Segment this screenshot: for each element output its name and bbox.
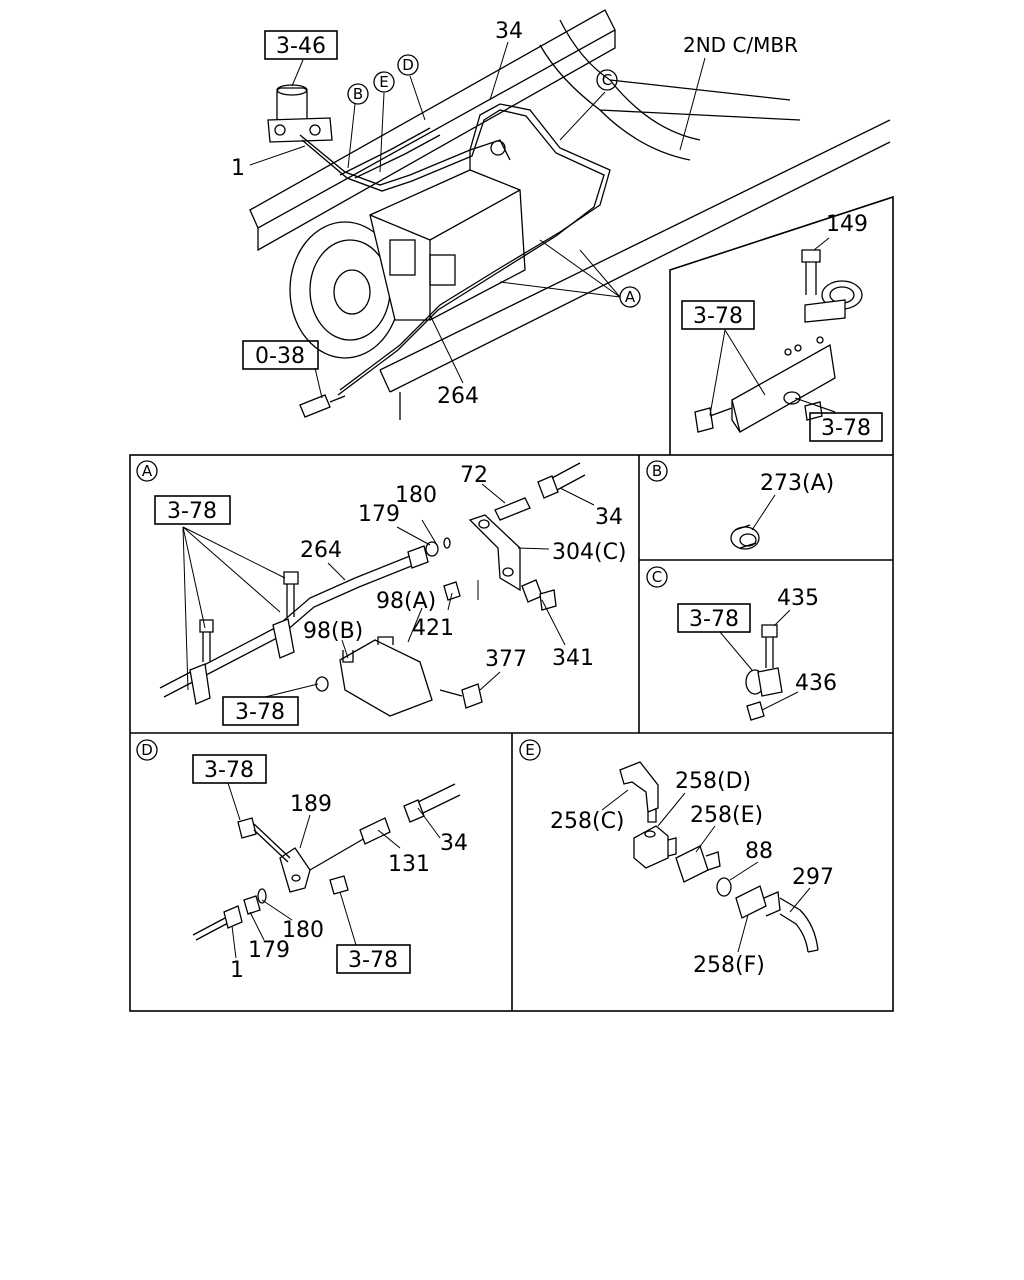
part-88-label: 88 [745,839,773,864]
part-1-label: 1 [231,156,245,181]
part-264-label: 264 [437,384,479,409]
part-180-d-label: 180 [282,918,324,943]
frame-rail [249,9,891,420]
panel-c: C 3-78 435 436 [646,566,837,721]
part-98b-label: 98(B) [303,619,363,644]
part-149-label: 149 [826,212,868,237]
part-436-label: 436 [795,671,837,696]
ref-0-38: 0-38 [255,344,305,369]
part-189-label: 189 [290,792,332,817]
main-view: 3-46 0-38 2ND C/MBR 34 1 264 B E D C A [231,9,891,420]
part-258d-label: 258(D) [675,769,751,794]
ref-3-78-c: 3-78 [689,607,739,632]
ref-3-78-inset-top: 3-78 [693,304,743,329]
part-377-label: 377 [485,647,527,672]
panel-e: E 258(D) 258(C) 258(E) 88 297 258(F) [519,739,834,978]
panel-d-id: D [141,741,153,759]
callout-c: C [602,71,612,89]
part-179-d-label: 179 [248,938,290,963]
part-34-a-label: 34 [595,505,623,530]
air-piping [299,103,611,396]
part-1-d-label: 1 [230,958,244,983]
callout-d: D [402,56,414,74]
hose-fitting [299,394,346,418]
ref-3-78-a-top: 3-78 [167,499,217,524]
part-258c-label: 258(C) [550,809,625,834]
part-131-label: 131 [388,852,430,877]
part-273a-label: 273(A) [760,471,834,496]
panel-b: B 273(A) [646,460,834,550]
bracket-inset: 149 3-78 3-78 [669,195,894,455]
part-297-label: 297 [792,865,834,890]
part-98a-label: 98(A) [376,589,436,614]
transmission [289,139,526,359]
panel-a: A [136,460,627,726]
part-258f-label: 258(F) [693,953,765,978]
ref-3-46: 3-46 [276,34,326,59]
callout-b: B [353,85,363,103]
part-264-a-label: 264 [300,538,342,563]
part-435-label: 435 [777,586,819,611]
panel-a-id: A [142,462,153,480]
part-72-label: 72 [460,463,488,488]
callout-a: A [625,288,636,306]
panel-c-id: C [652,568,662,586]
ref-3-78-inset-bottom: 3-78 [821,416,871,441]
detail-grid [129,454,894,1012]
ref-3-78-d-bottom: 3-78 [348,948,398,973]
part-180-label: 180 [395,483,437,508]
panel-b-id: B [652,462,662,480]
part-179-label: 179 [358,502,400,527]
cross-member [539,19,801,161]
part-304c-label: 304(C) [552,540,627,565]
cross-member-label: 2ND C/MBR [683,33,798,57]
callout-e: E [379,73,388,91]
part-258e-label: 258(E) [690,803,763,828]
panel-d: D 3-78 3-78 189 131 [136,739,468,983]
part-421-label: 421 [412,616,454,641]
panel-e-id: E [525,741,534,759]
part-34-d-label: 34 [440,831,468,856]
ref-3-78-d-top: 3-78 [204,758,254,783]
part-341-label: 341 [552,646,594,671]
air-dryer [267,84,333,143]
part-34-label: 34 [495,19,523,44]
ref-3-78-a-bottom: 3-78 [235,700,285,725]
